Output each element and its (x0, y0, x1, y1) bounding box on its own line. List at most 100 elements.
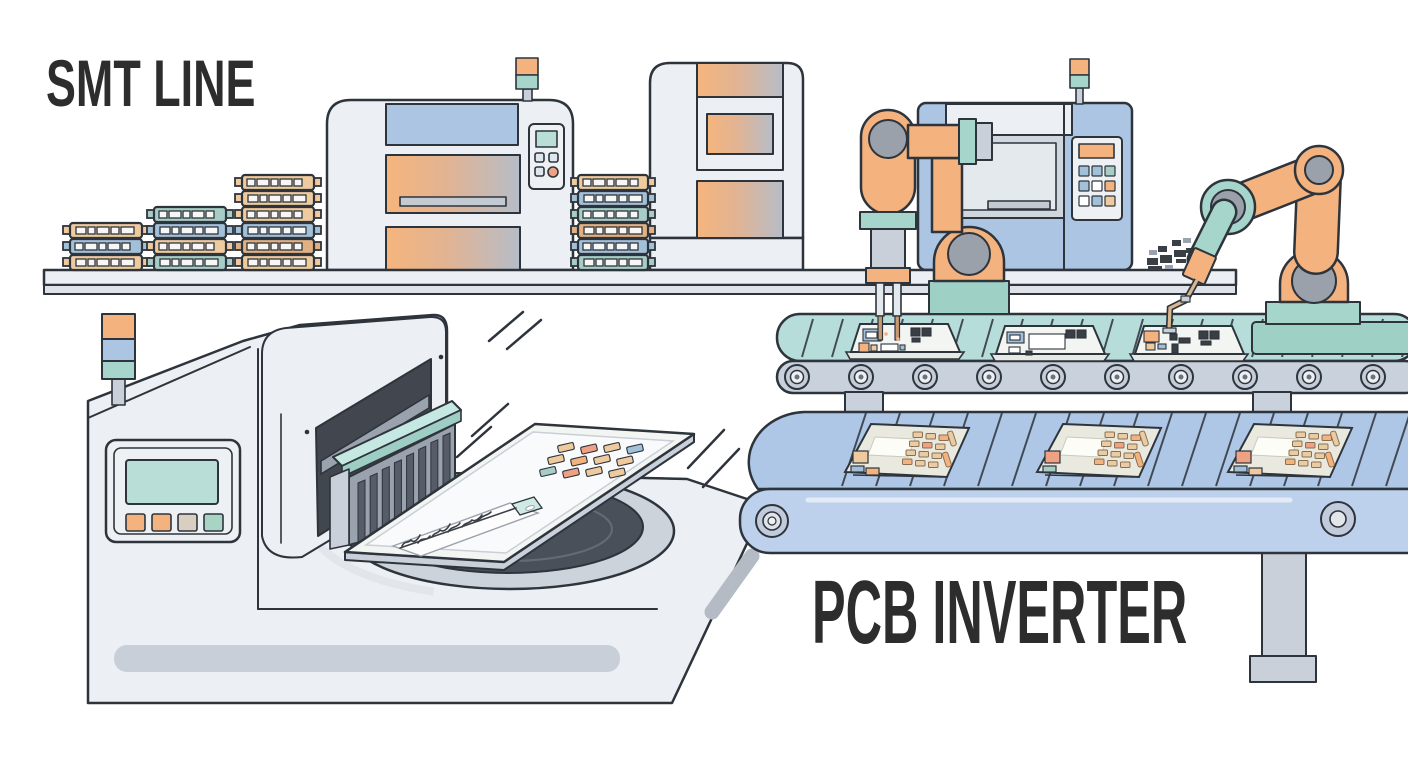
smt-pcb (989, 325, 1111, 362)
oven-control-panel (528, 123, 565, 190)
robot-joint (947, 232, 991, 276)
pcb-stack-board (62, 253, 150, 272)
pnp-button (1091, 165, 1103, 177)
keypad-button (922, 442, 933, 449)
aoi-window (706, 113, 774, 155)
keypad-button (1097, 449, 1108, 456)
reflow-oven (325, 57, 575, 272)
keypad-button (938, 434, 949, 441)
smd-component (570, 455, 588, 467)
keypad-button (925, 433, 936, 440)
smd-component (547, 454, 565, 465)
keypad-button (1101, 440, 1112, 447)
keypad-button (1321, 434, 1332, 441)
keypad-button (909, 440, 920, 447)
smd-component (539, 466, 557, 477)
smt-line-label: SMT LINE (46, 46, 256, 120)
robot-wrist (1181, 247, 1217, 286)
conveyor-leg (1261, 552, 1307, 659)
pcb-stack-board (146, 253, 234, 272)
screw-dot (438, 354, 444, 360)
keypad-button (1318, 443, 1329, 450)
oven-display (535, 130, 558, 148)
signal-tower (1069, 58, 1090, 105)
tower-light-teal (1069, 74, 1090, 89)
pcb-stack-board (234, 173, 322, 192)
smd-component (580, 443, 598, 455)
oven-button (534, 152, 545, 163)
oven-button (534, 166, 545, 177)
keypad-button (1298, 460, 1309, 467)
placement-nozzles (875, 282, 902, 341)
pcb-stack-board (146, 237, 234, 256)
robot-base (1251, 321, 1408, 355)
pcb-inverter-label: PCB INVERTER (812, 563, 1188, 663)
keypad-button (1130, 434, 1141, 441)
conveyor-support (844, 391, 884, 413)
pnp-display (1078, 143, 1115, 159)
keypad-button (1123, 452, 1134, 459)
keypad-button (1285, 458, 1296, 465)
keypad-screen (1250, 436, 1299, 458)
smd-component (593, 454, 611, 465)
pnp-button (1091, 180, 1103, 192)
pcb-stack-board (62, 237, 150, 256)
inverter-button (151, 513, 172, 532)
motion-lines (455, 310, 741, 489)
pcb-stack-board (234, 237, 322, 256)
keypad-button (1308, 433, 1319, 440)
keypad-button (1305, 442, 1316, 449)
conveyor-rollers (784, 364, 1386, 390)
sketch-scribbles (399, 507, 517, 549)
keypad-button (928, 461, 939, 468)
keypad-button (1120, 461, 1131, 468)
keypad-pcb (843, 422, 971, 479)
screw-dot (304, 429, 310, 435)
belt-roller (755, 504, 789, 538)
keypad-button (918, 451, 929, 458)
oven-button (548, 152, 559, 163)
keypad-button (1127, 443, 1138, 450)
smd-component (603, 442, 621, 453)
pcb-stacks (62, 173, 656, 272)
pcb-stack-board (146, 221, 234, 240)
keypad-button (1314, 452, 1325, 459)
conveyor-support (1252, 391, 1292, 413)
pcb-stack-board (234, 205, 322, 224)
pnp-button (1104, 195, 1116, 207)
keypad-button (905, 449, 916, 456)
component-cluster (1147, 238, 1193, 270)
tower-light-teal (515, 74, 539, 90)
tower-light-teal (101, 360, 136, 380)
conveyor-foot (1249, 655, 1317, 683)
pcb-stack-board (570, 173, 656, 192)
end-effector (1162, 278, 1200, 334)
keypad-pcb (1035, 422, 1163, 479)
fin (357, 479, 366, 544)
pcb-stack-board (146, 205, 234, 224)
smd-component (557, 442, 575, 453)
keypad-pcb (1226, 422, 1354, 479)
pnp-button (1078, 165, 1090, 177)
smd-component (626, 443, 644, 455)
signal-tower (101, 313, 136, 406)
keypad-button (1301, 451, 1312, 458)
signal-tower (515, 57, 539, 102)
smt-conveyor-pcbs (844, 323, 1250, 362)
pcb-stack-board (234, 253, 322, 272)
robot-base (928, 280, 1010, 315)
inverter-display (125, 459, 219, 505)
keypad-button (1117, 433, 1128, 440)
keypad-button (935, 443, 946, 450)
keypad-button (1104, 431, 1115, 438)
pnp-button (1091, 195, 1103, 207)
sketch-subboard (390, 502, 541, 557)
pcb-inverter-machine (86, 310, 760, 705)
pnp-button (1104, 180, 1116, 192)
keypad-button (1094, 458, 1105, 465)
pnp-button (1078, 195, 1090, 207)
tower-light-blue (101, 338, 136, 362)
keypad-button (1107, 460, 1118, 467)
